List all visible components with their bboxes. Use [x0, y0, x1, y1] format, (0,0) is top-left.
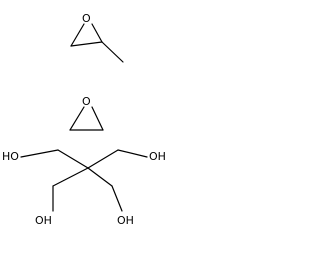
methyloxirane-bond-o-c1: [70, 23, 85, 47]
methyloxirane-structure: O: [70, 12, 124, 63]
bond-center-to-lower-left-ch2: [52, 167, 89, 187]
oxirane-structure: O: [69, 95, 104, 131]
oxirane-oxygen-label: O: [82, 95, 91, 108]
pentaerythritol-ho-label: HO: [2, 150, 19, 163]
bond-upper-left-ch2-to-ho: [20, 149, 59, 158]
chemical-structures-diagram: O O HO OH OH OH: [2, 12, 166, 227]
methyloxirane-bond-c1-c2: [70, 41, 103, 47]
methyloxirane-oxygen-label: O: [82, 12, 91, 25]
methyloxirane-bond-o-c2: [91, 23, 103, 43]
pentaerythritol-oh-right-label: OH: [149, 150, 166, 163]
oxirane-bond-o-c1: [69, 106, 85, 131]
bond-center-to-upper-left-ch2: [57, 149, 89, 169]
oxirane-bond-o-c2: [91, 106, 104, 131]
pentaerythritol-structure: HO OH OH OH: [2, 149, 166, 227]
bond-upper-right-ch2-to-oh: [117, 149, 148, 158]
bond-lower-right-ch2-to-oh: [111, 185, 123, 212]
pentaerythritol-oh-bottom-left-label: OH: [35, 214, 52, 227]
pentaerythritol-oh-bottom-right-label: OH: [117, 214, 134, 227]
bond-center-to-upper-right-ch2: [87, 149, 119, 169]
bond-center-to-lower-right-ch2: [87, 167, 113, 187]
methyloxirane-bond-methyl: [101, 41, 124, 63]
